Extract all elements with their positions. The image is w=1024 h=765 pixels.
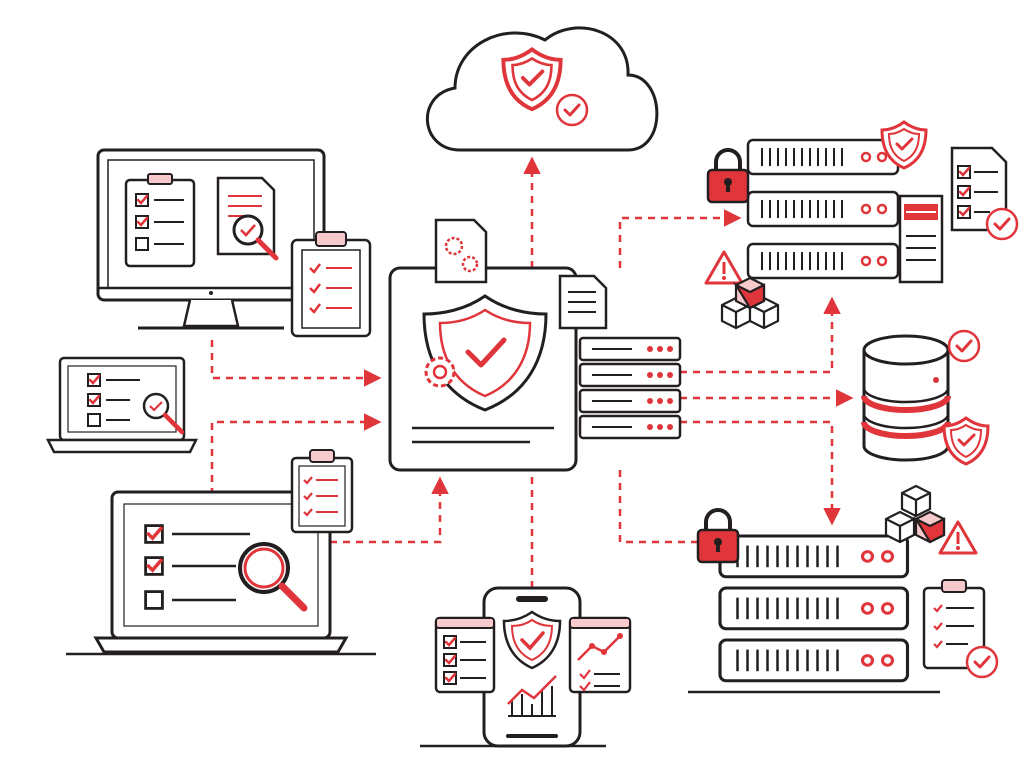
edge-hub-to-bottom-rack [618,470,700,544]
bottom-rack-clipboard-icon [922,579,986,670]
cloud-check-circle-icon [555,93,589,127]
phone-chart-icon [507,675,557,717]
cloud-node [426,26,659,152]
bottom-right-server-rack-node [688,484,999,694]
large-laptop-node [66,449,376,656]
desktop-clipboard-icon [290,231,372,338]
phone-analytics-panel [568,616,632,694]
database-shield-icon [942,416,990,466]
phone-checklist-panel [434,616,496,694]
edge-servers-to-top-rack [680,296,841,374]
top-right-server-rack-node [704,120,1019,330]
edge-servers-to-bottom-rack [680,420,841,526]
monitor-document-search-icon [216,176,279,261]
database-check-circle-icon [947,329,981,363]
desktop-monitor-node [96,148,372,338]
bottom-rack-cubes-icon [884,484,946,544]
edge-laptops-to-hub [210,413,382,495]
phone-shield-icon [502,610,562,670]
bottom-rack-check-circle-icon [965,645,999,679]
hub-settings-document-icon [434,218,488,284]
database-node [861,329,990,466]
connector-lines [210,156,854,588]
top-rack-cubes-icon [720,276,780,330]
top-rack-warning-icon [704,250,744,285]
mobile-phone-node [420,586,632,748]
small-laptop-node [45,356,199,454]
edge-large-laptop-to-hub [330,476,449,544]
hub-gear-icon [424,356,456,388]
bottom-rack-lock-icon [696,508,740,564]
edge-hub-to-top-rack [618,209,742,268]
edge-desktop-to-hub [210,340,382,387]
top-rack-check-circle-icon [985,207,1019,241]
top-rack-document-icon [950,146,1008,232]
hub-shield-icon [422,294,548,412]
top-rack-lock-icon [706,148,750,204]
laptop-clipboard-icon [290,449,354,534]
hub-server-stack-node [578,336,682,440]
bottom-rack-warning-icon [938,520,978,555]
monitor-clipboard-icon [124,173,196,268]
hub-document-icon [558,274,608,330]
central-security-hub-node [388,218,608,472]
